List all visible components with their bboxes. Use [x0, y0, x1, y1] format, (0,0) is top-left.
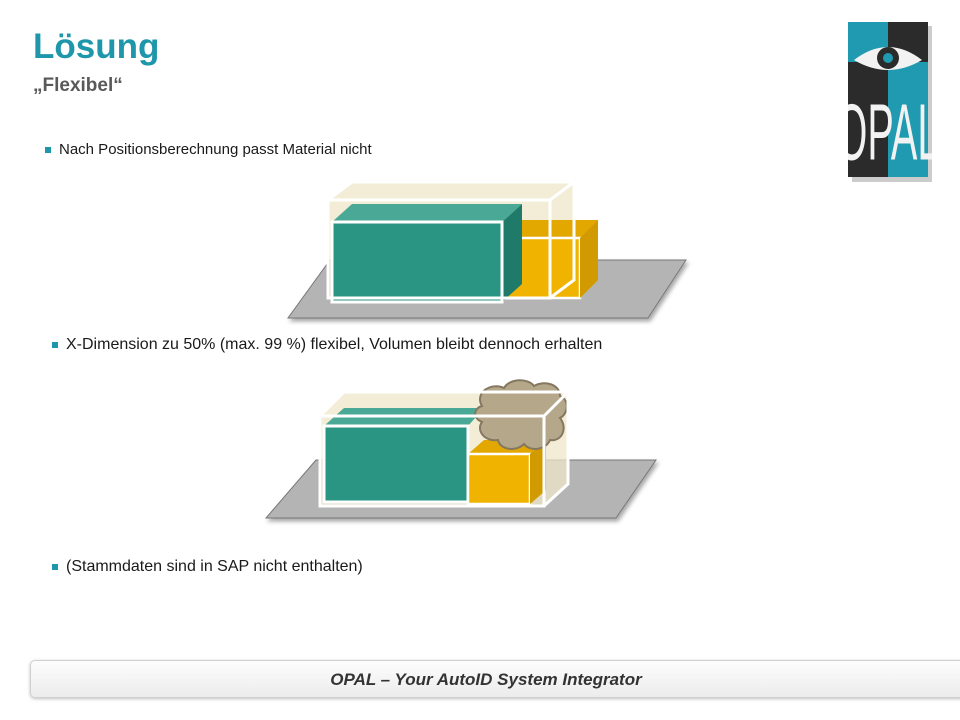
opal-logo-wordmark: OPAL — [848, 89, 932, 178]
bullet-2: X-Dimension zu 50% (max. 99 %) flexibel,… — [52, 336, 602, 354]
yellow-box — [466, 452, 532, 506]
bullet-marker — [52, 342, 58, 348]
opal-logo: OPAL — [837, 22, 939, 187]
bullet-2-text: X-Dimension zu 50% (max. 99 %) flexibel,… — [66, 336, 603, 353]
footer-bar: OPAL – Your AutoID System Integrator — [30, 660, 960, 698]
slide-title: Lösung — [33, 27, 160, 66]
teal-box — [322, 424, 470, 504]
bullet-marker — [45, 146, 51, 153]
illustration-material-not-fitting — [280, 180, 700, 330]
bullet-3: (Stammdaten sind in SAP nicht enthalten) — [52, 558, 363, 576]
bullet-marker — [52, 564, 58, 570]
teal-box — [330, 220, 504, 304]
opal-logo-graphic: OPAL — [837, 22, 939, 182]
bullet-3-text: (Stammdaten sind in SAP nicht enthalten) — [66, 558, 363, 575]
footer-text: OPAL – Your AutoID System Integrator — [330, 670, 642, 689]
slide-subtitle: „Flexibel“ — [33, 75, 123, 96]
bullet-1-text: Nach Positionsberechnung passt Material … — [59, 141, 372, 158]
bullet-1: Nach Positionsberechnung passt Material … — [45, 141, 372, 158]
illustration-flexible-dimension — [262, 378, 672, 533]
